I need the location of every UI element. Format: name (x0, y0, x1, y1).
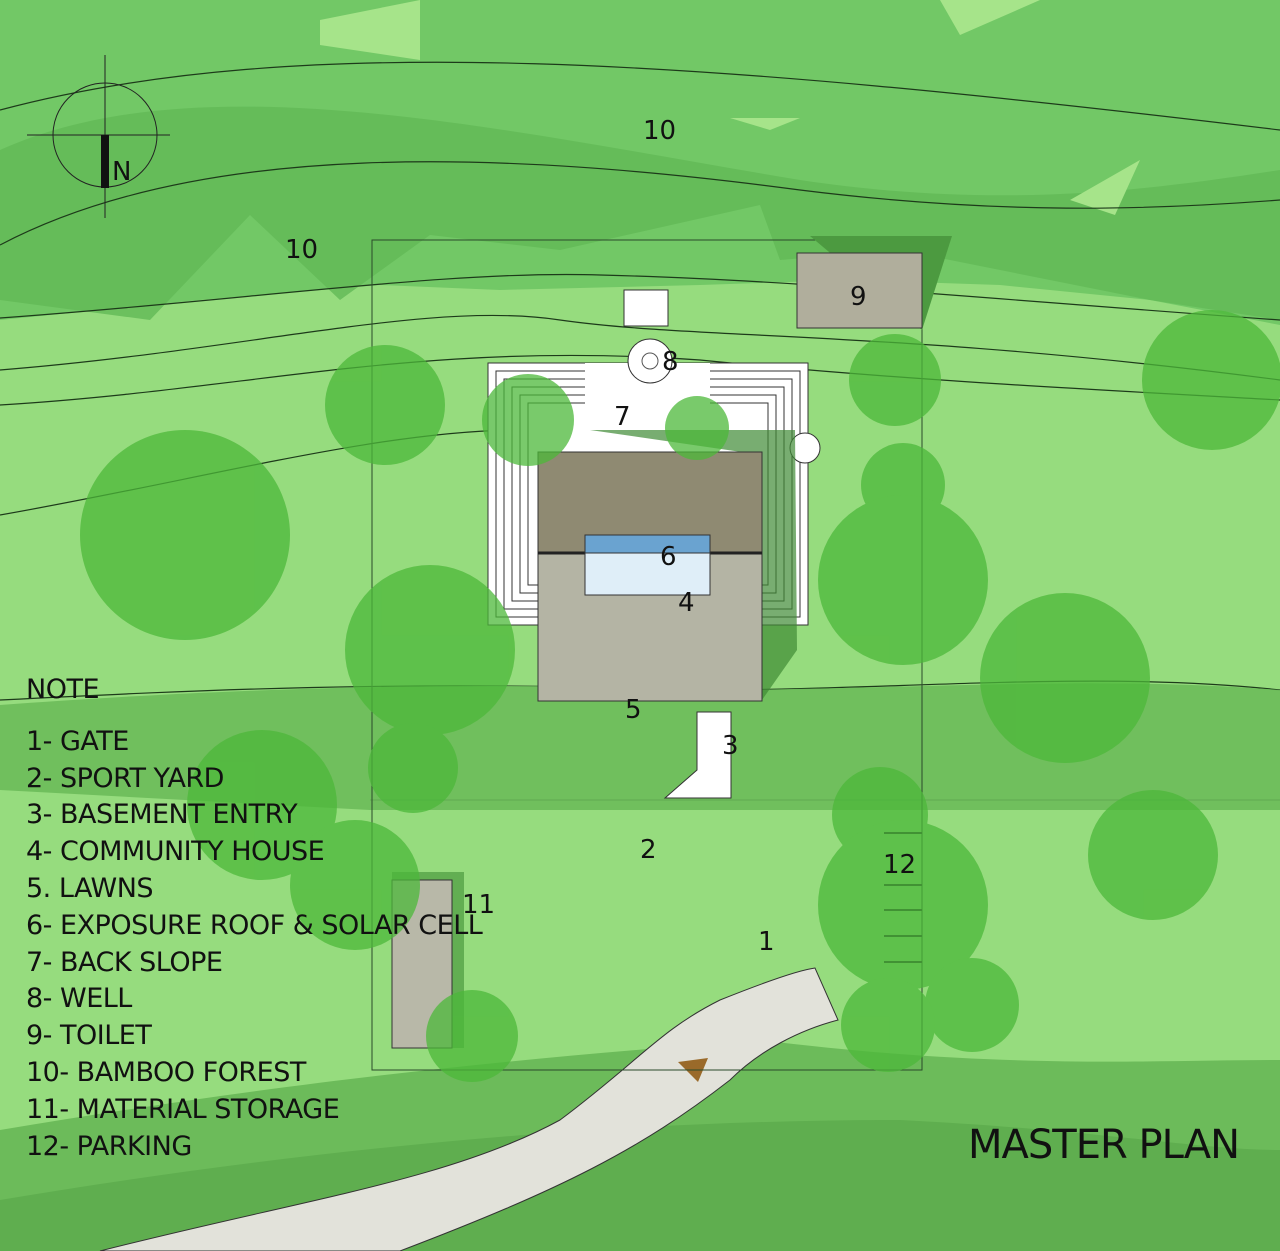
label-solar-roof: 6 (660, 542, 677, 572)
forest-clearing (730, 118, 800, 130)
tree (980, 593, 1150, 763)
label-well: 8 (662, 347, 679, 377)
legend-heading: NOTE (26, 674, 100, 705)
tree (325, 345, 445, 465)
label-bamboo-forest: 10 (285, 235, 318, 265)
label-sport-yard: 2 (640, 835, 657, 865)
tree (1142, 310, 1280, 450)
label-material-storage: 11 (462, 890, 495, 920)
tree (345, 565, 515, 735)
basement-entry (663, 711, 732, 799)
north-arrow-icon (27, 55, 170, 218)
legend-item: 3- BASEMENT ENTRY (26, 799, 298, 831)
tree (665, 396, 729, 460)
label-gate: 1 (758, 927, 775, 957)
house-shadow (590, 430, 797, 700)
north-label: N (112, 157, 131, 187)
label-basement-entry: 3 (722, 731, 739, 761)
label-back-slope: 7 (614, 402, 631, 432)
tree (368, 723, 458, 813)
label-parking: 12 (883, 850, 916, 880)
access-road (99, 967, 839, 1251)
label-toilet: 9 (850, 282, 867, 312)
legend-item: 11- MATERIAL STORAGE (26, 1093, 340, 1125)
tree (925, 958, 1019, 1052)
forest-clearing (940, 0, 1040, 35)
tree (849, 334, 941, 426)
exposure-roof (584, 552, 711, 596)
forest-clearing (320, 0, 420, 60)
toilet-building (796, 252, 923, 329)
plan-title: MASTER PLAN (968, 1122, 1240, 1168)
forest-clearing (1070, 160, 1140, 215)
tree (1088, 790, 1218, 920)
legend-item: 7- BACK SLOPE (26, 946, 223, 978)
legend-item: 4- COMMUNITY HOUSE (26, 836, 325, 868)
tree (80, 430, 290, 640)
legend-note: NOTE 1- GATE 2- SPORT YARD 3- BASEMENT E… (26, 672, 483, 1165)
legend-item: 2- SPORT YARD (26, 762, 224, 794)
legend-item: 5. LAWNS (26, 872, 154, 904)
legend-item: 10- BAMBOO FOREST (26, 1056, 306, 1088)
legend-item: 12- PARKING (26, 1130, 192, 1162)
tree (187, 730, 337, 880)
well-icon (627, 338, 673, 384)
bamboo-forest-inner (0, 106, 1280, 320)
tree (482, 374, 574, 466)
tree (818, 495, 988, 665)
tree (290, 820, 420, 950)
tree (426, 990, 518, 1082)
legend-item: 1- GATE (26, 725, 129, 757)
label-bamboo-forest: 10 (643, 116, 676, 146)
stairs (623, 289, 669, 327)
legend-item: 6- EXPOSURE ROOF & SOLAR CELL (26, 909, 483, 941)
trees (80, 310, 1280, 1082)
tree (841, 978, 935, 1072)
label-lawns: 5 (625, 695, 642, 725)
legend-item: 8- WELL (26, 983, 132, 1015)
tree (818, 820, 988, 990)
solar-cell-panel (584, 534, 711, 554)
label-community-house: 4 (678, 588, 695, 618)
legend-item: 9- TOILET (26, 1020, 152, 1052)
